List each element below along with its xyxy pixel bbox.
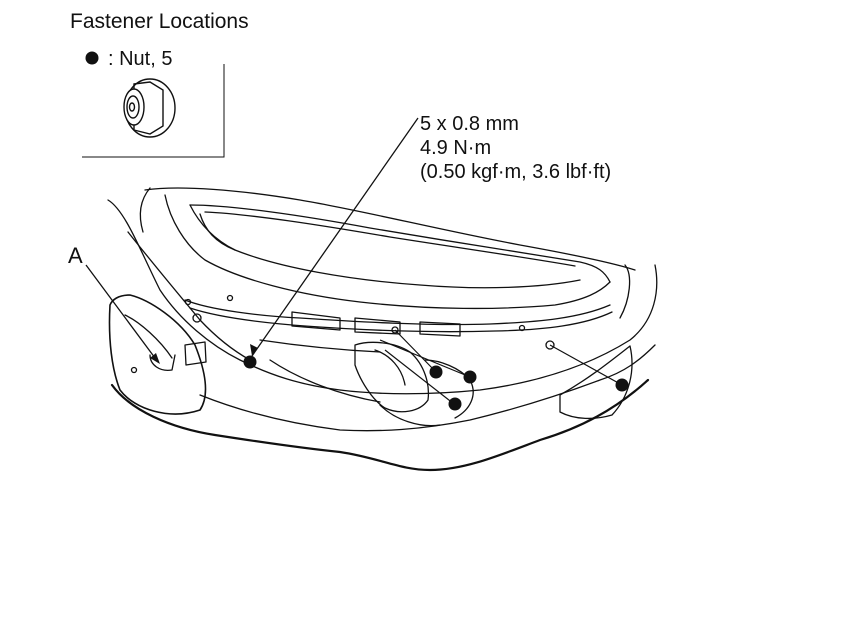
callout-a-label: A [68, 243, 83, 268]
nut-leaders [379, 329, 623, 405]
nut-legend-dot-icon [85, 51, 99, 65]
nut-marker-5 [615, 378, 629, 392]
spec-size: 5 x 0.8 mm [420, 113, 519, 135]
callout-a-arrow [150, 353, 160, 364]
spec-torque-alt: (0.50 kgf·m, 3.6 lbf·ft) [420, 161, 611, 183]
trunk-bumper-drawing [107, 187, 658, 472]
legend-frame [82, 64, 225, 158]
nut-marker-1 [243, 355, 257, 369]
legend: : Nut, 5 [82, 48, 225, 158]
diagram-title: Fastener Locations [70, 10, 249, 33]
nut-marker-2 [429, 365, 443, 379]
legend-label: : Nut, 5 [108, 48, 172, 70]
nut-marker-4 [448, 397, 462, 411]
nut-markers [243, 355, 629, 411]
nut-icon [123, 78, 176, 138]
nut-marker-3 [463, 370, 477, 384]
spec-leader-arrow [250, 344, 258, 356]
spec-torque: 4.9 N·m [420, 137, 491, 159]
torque-spec: 5 x 0.8 mm 4.9 N·m (0.50 kgf·m, 3.6 lbf·… [420, 113, 611, 183]
callout-a-leader [85, 264, 159, 363]
